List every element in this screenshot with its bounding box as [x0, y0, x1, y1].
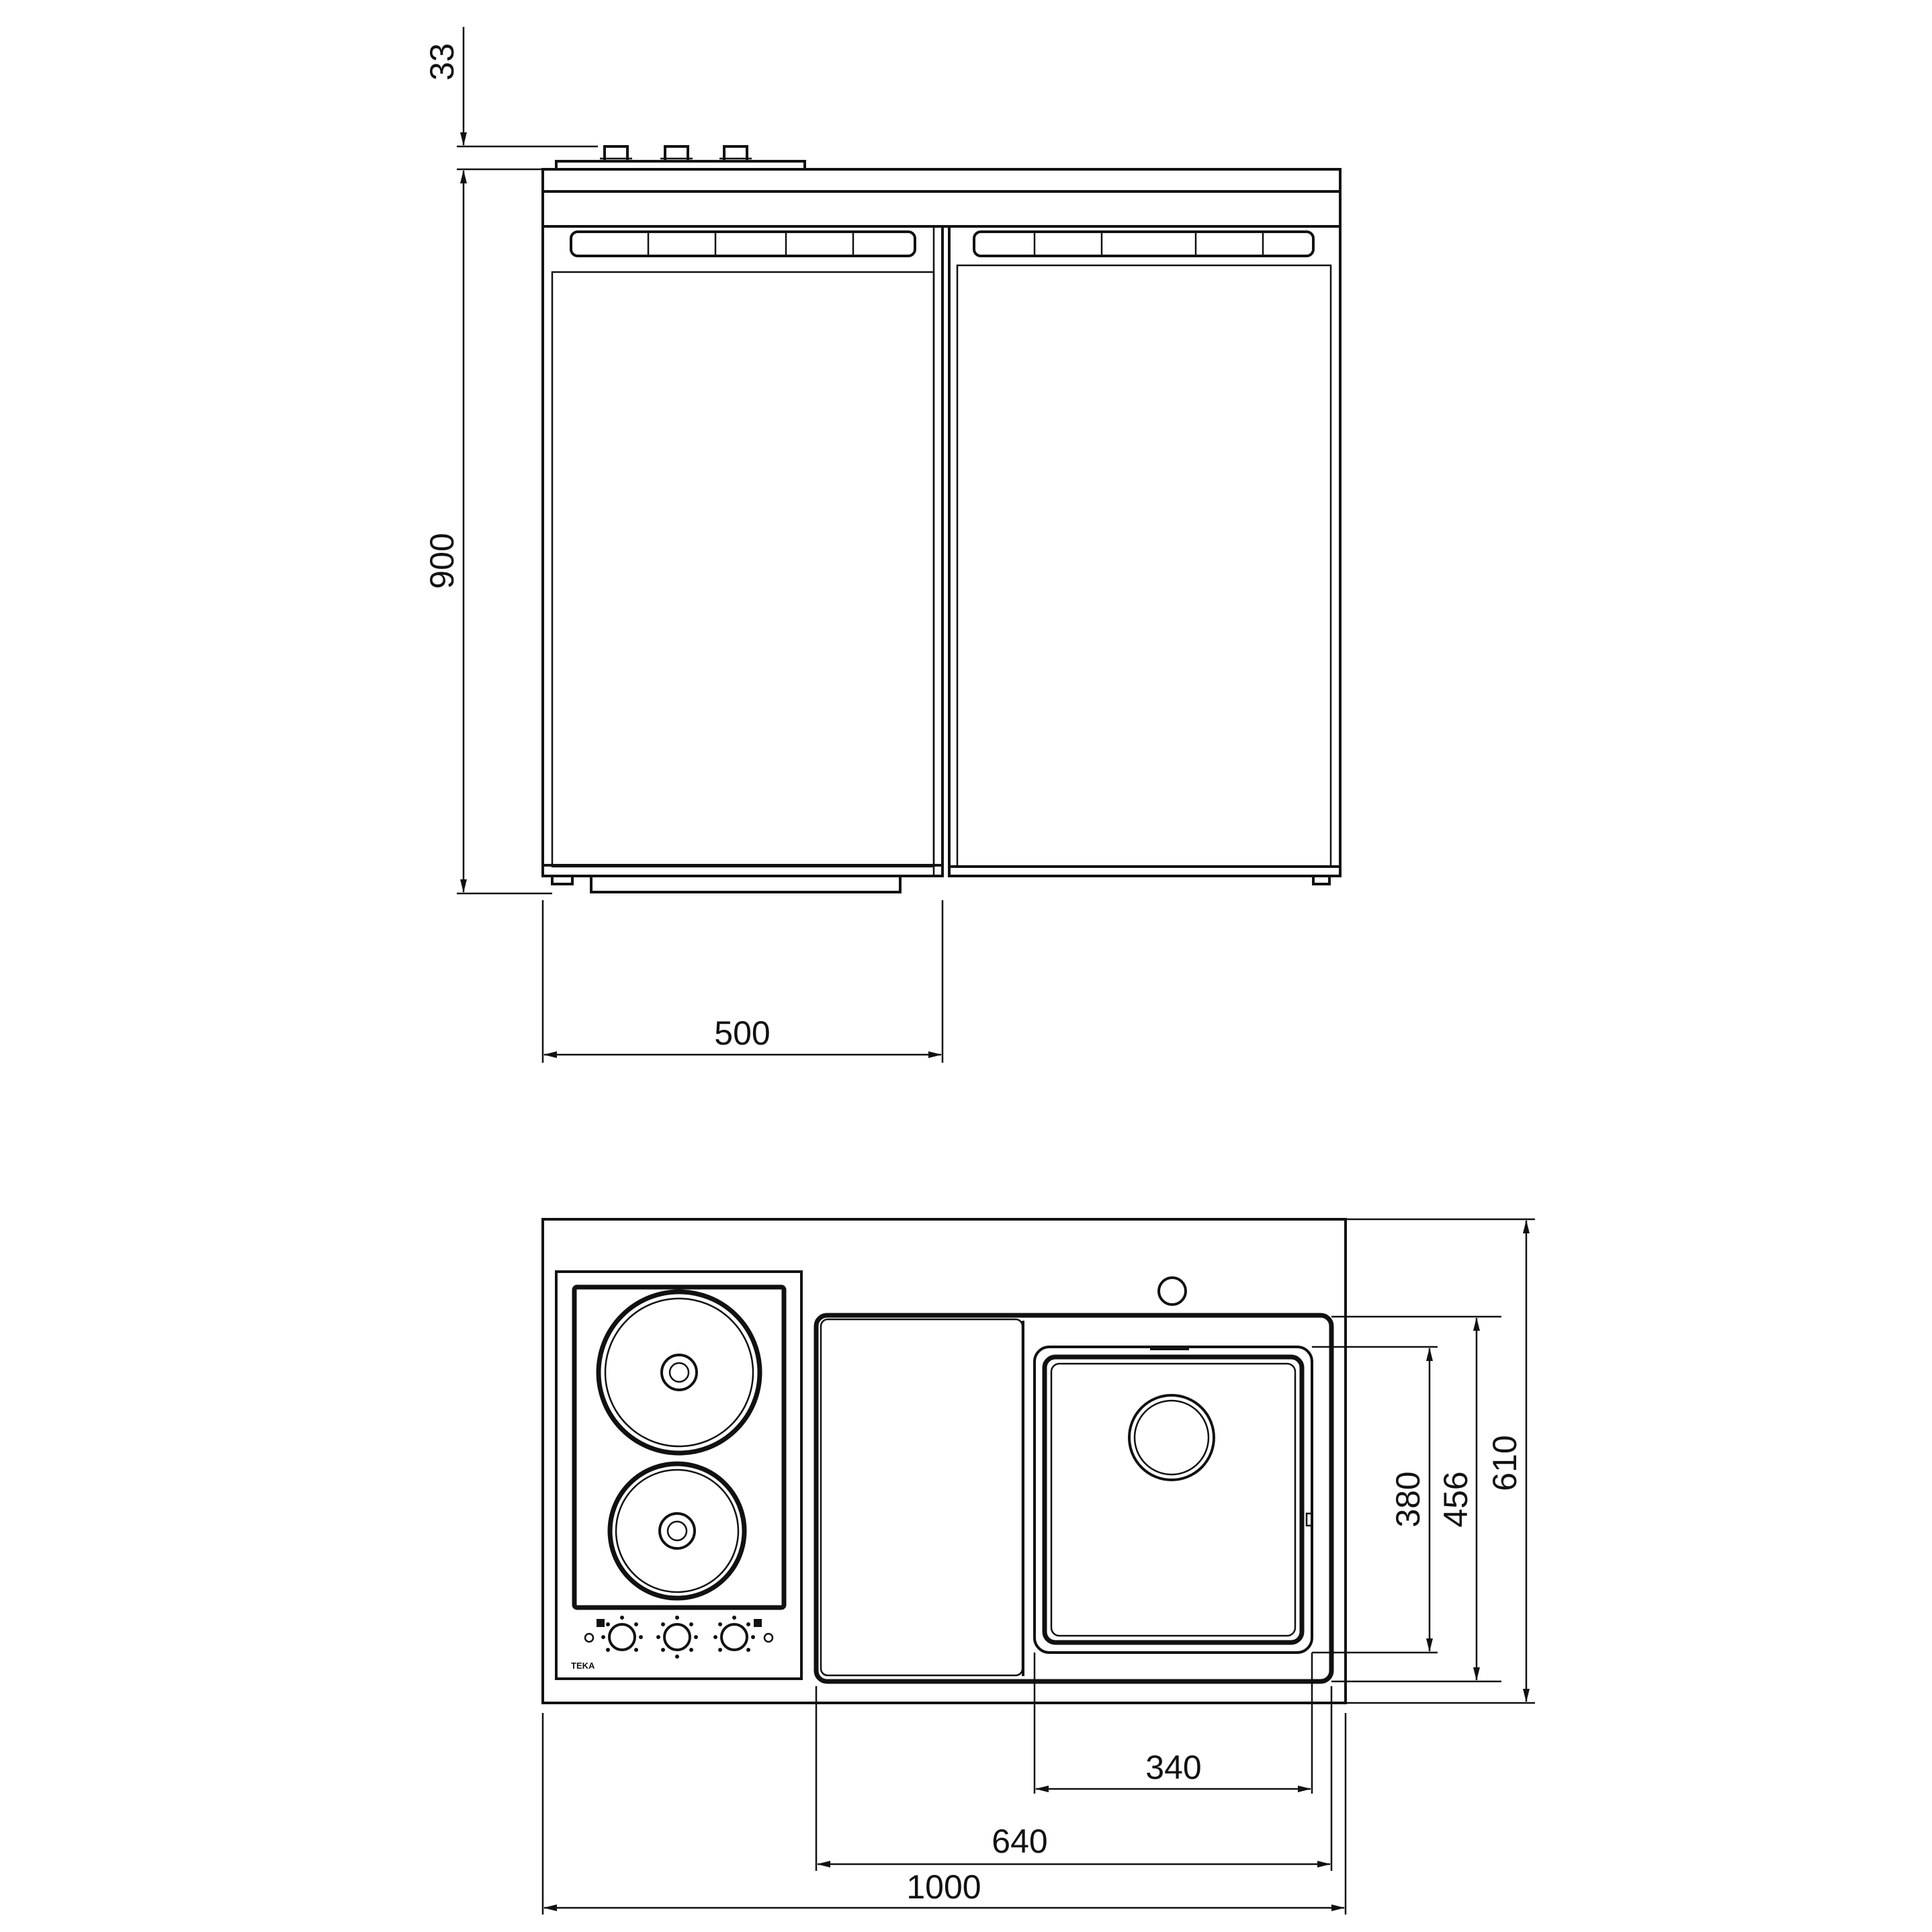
hotplate-small — [607, 1461, 747, 1601]
dimension-label-340: 340 — [1145, 1749, 1201, 1786]
knob-scale-dots — [601, 1616, 755, 1659]
hotplate-large — [596, 1289, 762, 1456]
dimension-basin-width: 340 — [1033, 1653, 1313, 1794]
dimension-label-640: 640 — [992, 1823, 1047, 1860]
dimension-label-1000: 1000 — [906, 1868, 981, 1906]
drainboard — [820, 1318, 1024, 1677]
sink-basin — [1033, 1346, 1313, 1654]
drain — [1128, 1394, 1215, 1481]
front-view: 33 900 500 — [423, 27, 1342, 1063]
dimension-hob-height: 33 — [423, 27, 598, 171]
dimension-label-610: 610 — [1486, 1435, 1524, 1491]
dimension-sink-width: 640 — [815, 1686, 1333, 1871]
hob-controls: TEKA — [571, 1616, 774, 1671]
top-view: TEKA 610 — [541, 1218, 1535, 1915]
dimension-label-500: 500 — [714, 1014, 770, 1052]
dimension-total-depth: 610 — [1347, 1218, 1535, 1704]
hob-knobs-front — [555, 145, 806, 171]
tap-hole — [1157, 1276, 1187, 1306]
overflow — [1305, 1512, 1313, 1527]
hob-brand-logo: TEKA — [571, 1661, 595, 1671]
pilot-light-left — [584, 1632, 595, 1643]
dimension-label-456: 456 — [1437, 1471, 1475, 1527]
worktop-front — [541, 168, 1342, 228]
ceramic-hob: TEKA — [555, 1270, 803, 1680]
indicator-square-left — [597, 1619, 605, 1627]
pilot-light-right — [763, 1632, 774, 1643]
dimension-sink-depth: 456 — [1331, 1315, 1501, 1683]
right-cabinet-front — [948, 225, 1342, 885]
indicator-square-right — [754, 1619, 762, 1627]
control-knob-right[interactable] — [720, 1623, 748, 1651]
dimension-label-900: 900 — [423, 533, 461, 588]
left-cabinet-front — [541, 225, 944, 893]
control-knob-left[interactable] — [608, 1623, 636, 1651]
dimension-label-33: 33 — [423, 43, 461, 81]
dimension-left-unit-width: 500 — [541, 900, 944, 1063]
sink — [814, 1313, 1334, 1684]
dimension-total-width: 1000 — [541, 1713, 1347, 1915]
dimension-cabinet-height: 900 — [423, 170, 552, 895]
worktop-top — [541, 1218, 1347, 1704]
dimension-label-380: 380 — [1389, 1471, 1427, 1527]
dimension-basin-depth: 380 — [1312, 1346, 1438, 1654]
control-knob-center[interactable] — [663, 1623, 691, 1651]
